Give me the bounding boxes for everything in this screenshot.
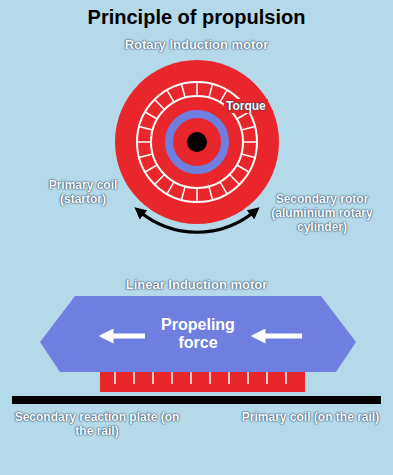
force-label: Propeling force: [152, 316, 244, 352]
rail: [12, 396, 381, 404]
part-label: Secondary rotor (aluminium rotary cylind…: [266, 192, 378, 234]
title: Principle of propulsion: [0, 6, 393, 29]
rotation-arrow: [139, 211, 255, 232]
linear-coil: [100, 372, 305, 392]
rotary-motor: [115, 60, 279, 224]
part-label: Secondary reaction plate (on the rail): [8, 410, 186, 438]
part-label: Torque: [224, 99, 268, 113]
section-heading: Rotary Induction motor: [0, 38, 393, 52]
part-label: Primary coil (startor): [36, 178, 130, 206]
section-heading: Linear Induction motor: [0, 278, 393, 292]
vehicle-body: Propeling force: [40, 296, 356, 372]
part-label: Primary coil (on the rail): [238, 410, 383, 424]
